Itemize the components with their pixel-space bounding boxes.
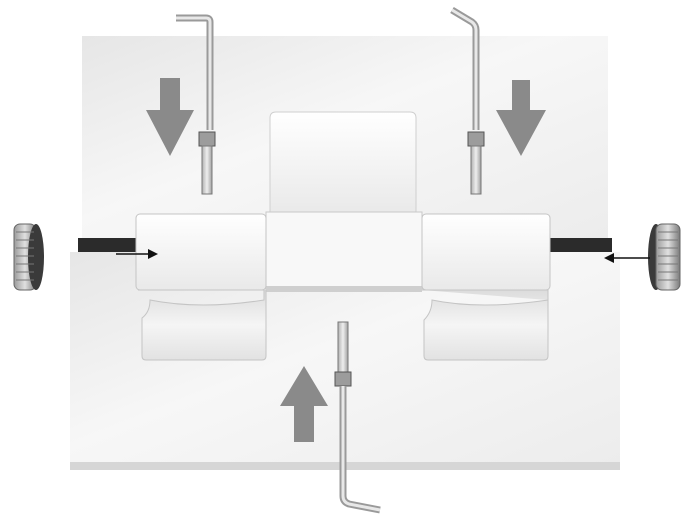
push-arrow-left bbox=[116, 249, 158, 259]
right-clamp-block bbox=[421, 213, 551, 361]
bottom-hex-key-icon bbox=[334, 321, 381, 514]
top-left-hex-key-icon bbox=[176, 14, 216, 195]
left-clamp-block bbox=[135, 213, 267, 361]
push-arrow-right bbox=[604, 253, 650, 263]
right-knurled-knob-icon bbox=[648, 223, 681, 291]
left-knurled-knob-icon bbox=[13, 223, 44, 291]
down-arrow-right bbox=[496, 80, 546, 156]
up-arrow-bottom bbox=[280, 366, 328, 442]
down-arrow-left bbox=[146, 78, 194, 156]
center-block bbox=[265, 111, 423, 292]
top-right-hex-key-icon bbox=[450, 6, 485, 195]
